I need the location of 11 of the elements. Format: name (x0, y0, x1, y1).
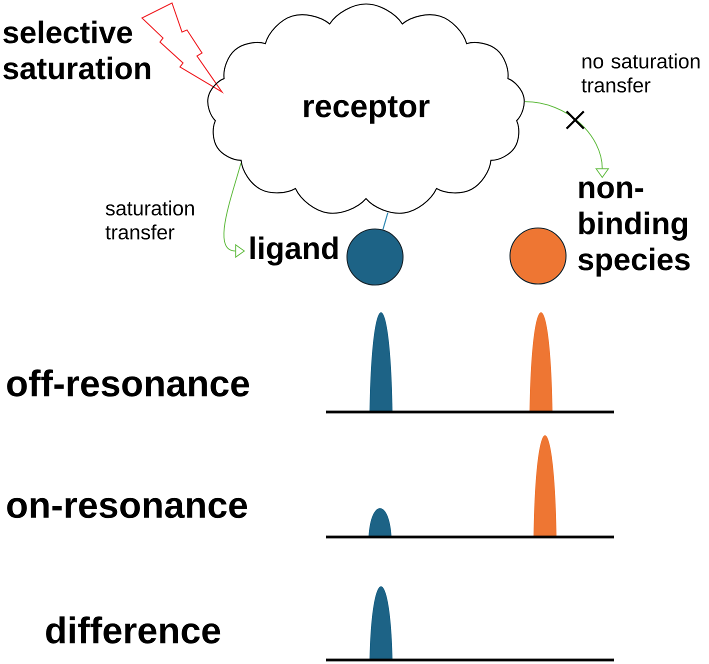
filled-circle (346, 228, 404, 286)
node-label: ligand (250, 236, 338, 266)
connector-line (382, 212, 388, 230)
spectrum-label: difference (46, 616, 220, 644)
spectrum-label: off-resonance (7, 369, 250, 397)
node-label: non-binding species (578, 181, 690, 277)
node-caption: selective saturation (3, 20, 150, 80)
edge-label: saturation transfer (106, 200, 194, 240)
spectrum-label: on-resonance (7, 498, 248, 518)
edge-label: no saturation transfer (582, 53, 700, 93)
filled-circle (509, 227, 567, 285)
